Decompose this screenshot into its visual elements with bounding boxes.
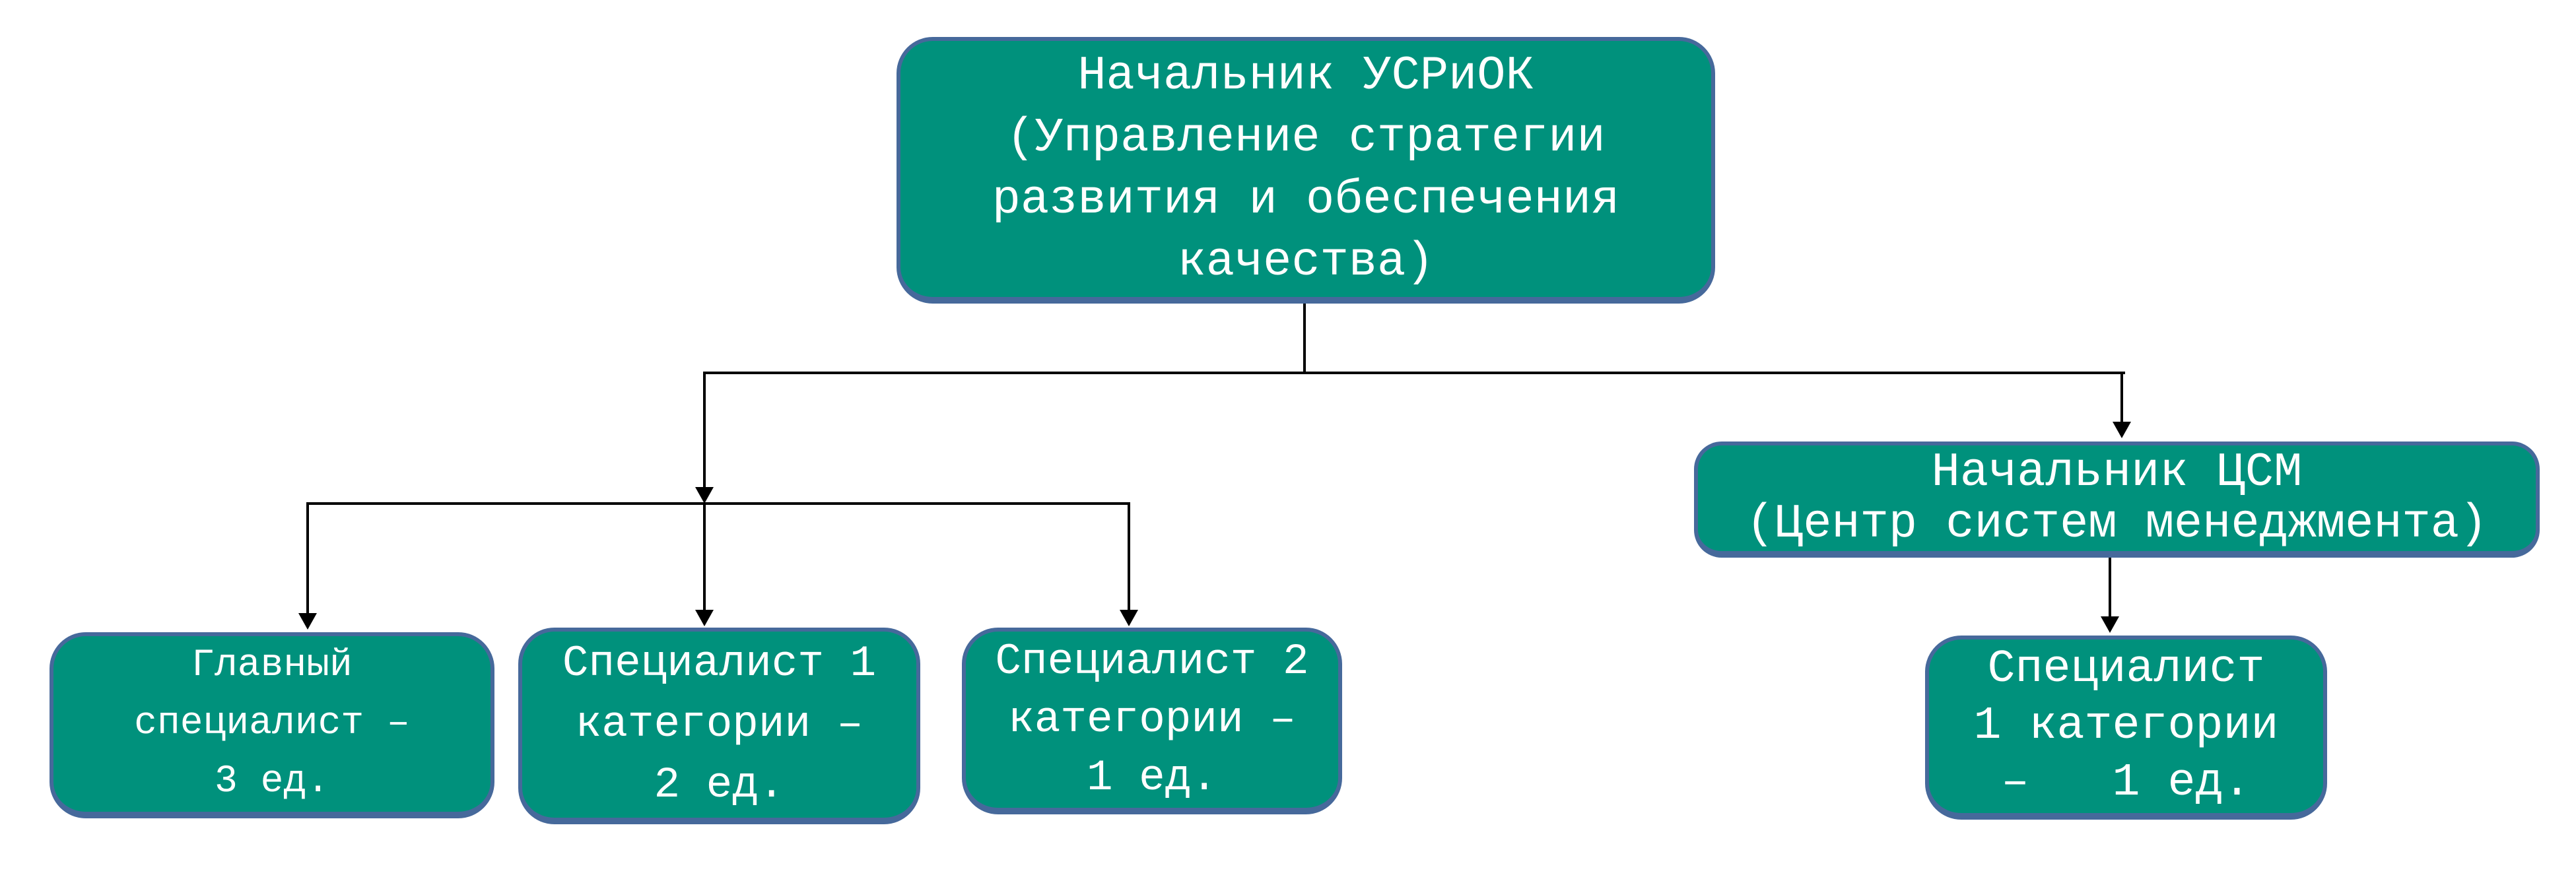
node-label-line: категории – (575, 700, 864, 749)
connector-to-csm-specialist (2109, 556, 2111, 617)
arrowhead-chief-specialist (298, 613, 317, 630)
node-label-line: Главный (191, 644, 353, 687)
node-label-line: Начальник УСРиОК (1077, 49, 1534, 103)
node-label-line: Начальник ЦСМ (1931, 445, 2303, 500)
node-label-line: 1 категории (1973, 700, 2279, 752)
arrowhead-specialist-cat1 (695, 610, 714, 626)
node-label-line: специалист – (134, 702, 410, 745)
arrowhead-csm-head (2113, 422, 2131, 438)
arrowhead-csm-specialist (2101, 616, 2119, 633)
connector-level2-rail (306, 502, 1130, 505)
node-label-line: – 1 ед. (2001, 756, 2251, 809)
node-csm-specialist-cat1: Специалист 1 категории – 1 ед. (1925, 636, 2327, 820)
node-label-line: (Управление стратегии (1006, 111, 1606, 165)
node-label-line: Специалист (1987, 643, 2265, 696)
connector-to-chief-specialist (306, 502, 309, 614)
connector-top-vertical (1303, 304, 1306, 374)
node-label-line: категории – (1008, 694, 1296, 744)
node-label-line: 3 ед. (214, 760, 330, 803)
node-label-line: Специалист 1 (562, 639, 877, 688)
connector-to-specialist-cat2 (1128, 502, 1130, 610)
connector-to-csm-head (2120, 372, 2123, 422)
connector-to-specialist-cat1 (703, 502, 706, 610)
node-label-line: (Центр систем менеджмента) (1746, 497, 2488, 551)
node-label-line: развития и обеспечения (992, 173, 1620, 227)
node-label-line: Специалист 2 (995, 636, 1309, 686)
node-csm-head: Начальник ЦСМ (Центр систем менеджмента) (1694, 442, 2540, 558)
node-label-line: 1 ед. (1086, 752, 1218, 802)
arrowhead-specialist-cat2 (1120, 610, 1138, 626)
node-label-line: 2 ед. (654, 760, 785, 810)
connector-left-branch-drop (703, 372, 706, 488)
connector-level1-rail (704, 372, 2125, 374)
node-label-line: качества) (1177, 235, 1435, 289)
arrowhead-left-branch (695, 487, 714, 504)
node-specialist-cat2: Специалист 2 категории – 1 ед. (962, 628, 1342, 814)
node-chief-specialist: Главный специалист – 3 ед. (50, 632, 494, 818)
node-usriok-head: Начальник УСРиОК (Управление стратегии р… (897, 37, 1715, 304)
node-specialist-cat1: Специалист 1 категории – 2 ед. (518, 628, 920, 824)
